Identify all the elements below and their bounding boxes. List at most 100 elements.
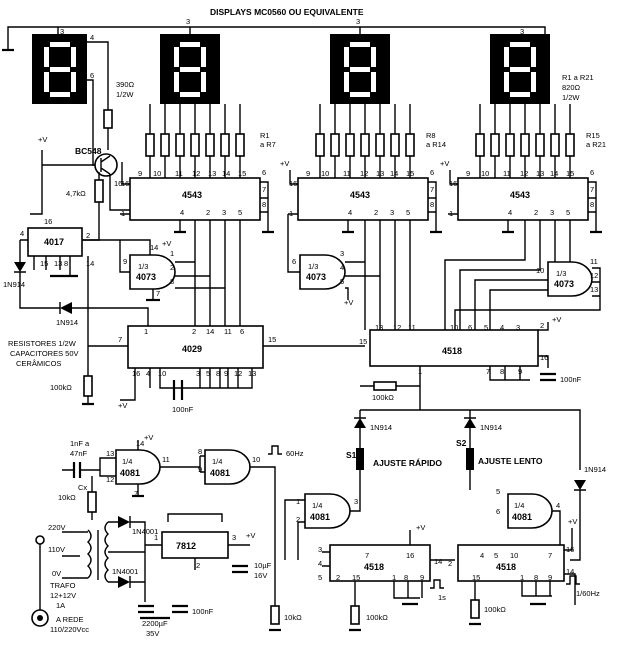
- svg-text:3: 3: [186, 17, 190, 26]
- svg-text:2: 2: [86, 231, 90, 240]
- voltage-selector[interactable]: [35, 535, 45, 545]
- ic-4543-1: 4543: [129, 177, 261, 221]
- svg-text:2: 2: [206, 208, 210, 217]
- svg-text:6: 6: [240, 327, 244, 336]
- svg-text:13: 13: [536, 169, 544, 178]
- svg-text:4518: 4518: [496, 562, 516, 572]
- svg-text:1/4: 1/4: [212, 457, 222, 466]
- svg-text:1N914: 1N914: [370, 423, 392, 432]
- svg-text:4073: 4073: [306, 272, 326, 282]
- svg-text:3: 3: [356, 17, 360, 26]
- svg-text:+V: +V: [246, 531, 255, 540]
- svg-text:RESISTORES 1/2W: RESISTORES 1/2W: [8, 339, 77, 348]
- svg-text:10µF: 10µF: [254, 561, 272, 570]
- svg-text:16: 16: [44, 217, 52, 226]
- svg-text:8: 8: [262, 200, 266, 209]
- svg-text:12: 12: [192, 169, 200, 178]
- svg-text:12+12V: 12+12V: [50, 591, 76, 600]
- svg-text:5: 5: [238, 208, 242, 217]
- gate-4081-b: 1/4 4081: [204, 449, 251, 485]
- svg-text:11: 11: [590, 257, 598, 266]
- svg-text:7: 7: [365, 551, 369, 560]
- svg-text:16V: 16V: [254, 571, 267, 580]
- display-1: [32, 34, 87, 104]
- svg-text:2200µF: 2200µF: [142, 619, 168, 628]
- svg-text:2: 2: [196, 561, 200, 570]
- svg-text:4: 4: [340, 263, 344, 272]
- svg-text:3: 3: [516, 323, 520, 332]
- resistor-4k7: [94, 179, 104, 203]
- svg-text:4: 4: [480, 551, 484, 560]
- svg-text:1N4001: 1N4001: [132, 527, 158, 536]
- cap-10u: [232, 564, 248, 574]
- svg-text:10: 10: [252, 455, 260, 464]
- svg-text:16: 16: [132, 369, 140, 378]
- svg-text:13: 13: [54, 259, 62, 268]
- svg-text:5: 5: [566, 208, 570, 217]
- switch-s2[interactable]: [466, 440, 474, 490]
- svg-text:4081: 4081: [120, 468, 140, 478]
- svg-text:35V: 35V: [146, 629, 159, 638]
- svg-text:7: 7: [430, 185, 434, 194]
- svg-text:3: 3: [354, 497, 358, 506]
- svg-text:10: 10: [450, 323, 458, 332]
- svg-text:14: 14: [86, 259, 94, 268]
- svg-text:1nF a: 1nF a: [70, 439, 90, 448]
- svg-text:2: 2: [192, 327, 196, 336]
- gate-4073-1: 1/3 4073: [129, 254, 176, 290]
- display-2: [160, 34, 220, 104]
- svg-text:12: 12: [106, 475, 114, 484]
- gate-4081-a: 1/4 4081: [115, 449, 161, 485]
- svg-text:BC548: BC548: [75, 146, 102, 156]
- svg-text:16: 16: [540, 353, 548, 362]
- svg-text:1: 1: [170, 249, 174, 258]
- diode-1n4001-b: [118, 576, 130, 588]
- svg-text:100kΩ: 100kΩ: [366, 613, 388, 622]
- pulse-60hz: [268, 445, 282, 455]
- svg-text:2: 2: [448, 559, 452, 568]
- svg-text:1A: 1A: [56, 601, 65, 610]
- svg-text:8: 8: [430, 200, 434, 209]
- svg-text:100nF: 100nF: [192, 607, 214, 616]
- svg-text:R1 a R21: R1 a R21: [562, 73, 594, 82]
- counter2-bcd-lines: [364, 220, 411, 330]
- svg-text:11: 11: [503, 169, 511, 178]
- svg-text:13: 13: [106, 449, 114, 458]
- svg-text:3: 3: [222, 208, 226, 217]
- svg-text:1N4001: 1N4001: [112, 567, 138, 576]
- svg-text:8: 8: [198, 447, 202, 456]
- svg-text:9: 9: [138, 169, 142, 178]
- svg-text:10: 10: [536, 266, 544, 275]
- svg-text:5: 5: [496, 487, 500, 496]
- svg-text:9: 9: [123, 257, 127, 266]
- svg-text:R15: R15: [586, 131, 600, 140]
- svg-text:a R14: a R14: [426, 140, 446, 149]
- switch-s1[interactable]: [356, 440, 364, 490]
- resistor-100k-a: [83, 375, 93, 397]
- svg-text:3: 3: [520, 27, 524, 36]
- svg-text:15: 15: [359, 337, 367, 346]
- svg-text:a R21: a R21: [586, 140, 606, 149]
- svg-text:2: 2: [336, 573, 340, 582]
- svg-text:2: 2: [540, 321, 544, 330]
- cap-100n-a: [172, 380, 184, 400]
- ic-7812: 7812: [161, 531, 229, 559]
- svg-text:9: 9: [224, 369, 228, 378]
- diode-1n914-b: [60, 302, 72, 314]
- svg-text:9: 9: [420, 573, 424, 582]
- svg-text:2: 2: [534, 208, 538, 217]
- svg-text:110V: 110V: [48, 545, 65, 554]
- diode-1n4001-a: [118, 516, 130, 528]
- svg-text:8: 8: [216, 369, 220, 378]
- svg-text:+V: +V: [416, 523, 425, 532]
- svg-text:7: 7: [590, 185, 594, 194]
- svg-text:10: 10: [510, 551, 518, 560]
- svg-text:1/3: 1/3: [138, 262, 148, 271]
- svg-text:1: 1: [154, 533, 158, 542]
- counter3-bcd-lines: [444, 220, 571, 330]
- svg-text:14: 14: [136, 439, 144, 448]
- cap-2200u: [138, 604, 154, 614]
- svg-text:7: 7: [548, 551, 552, 560]
- svg-text:a R7: a R7: [260, 140, 276, 149]
- svg-text:15: 15: [566, 169, 574, 178]
